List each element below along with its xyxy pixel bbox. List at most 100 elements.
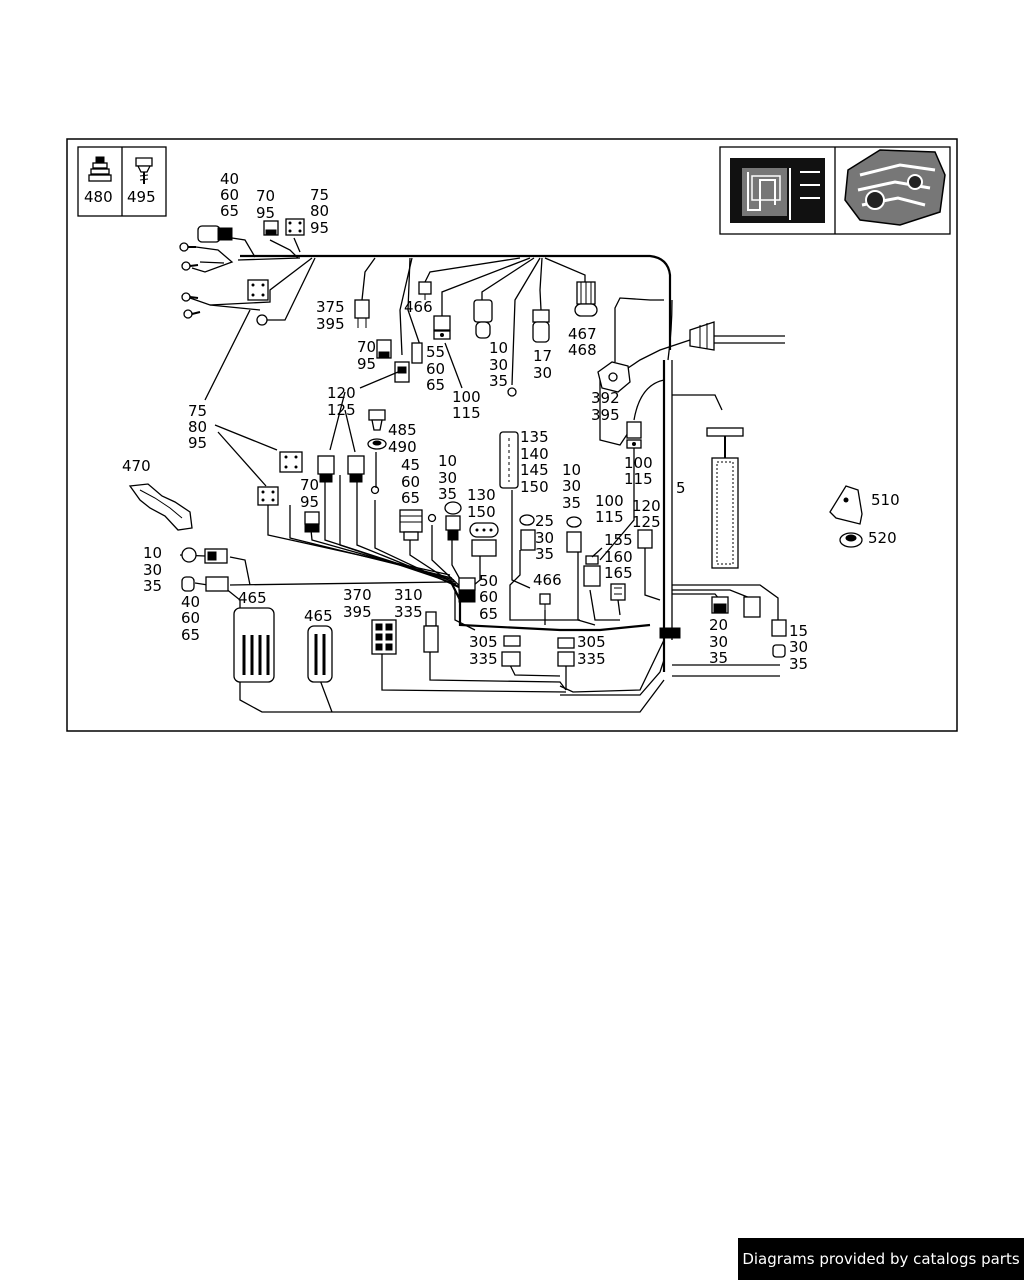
engine-view-icon (844, 149, 946, 226)
part-label: 65 (401, 489, 420, 507)
part-label: 35 (535, 545, 554, 563)
part-label: 60 (220, 186, 239, 204)
part-label: 60 (479, 588, 498, 606)
plug-connector-icon (394, 361, 410, 383)
hooded-connector-icon (473, 299, 493, 339)
harness-components (128, 218, 863, 683)
part-label: 465 (304, 607, 333, 625)
part-label: 165 (604, 564, 633, 582)
plug-connector-icon (423, 611, 439, 653)
part-label: 490 (388, 438, 417, 456)
block-connector-icon (263, 220, 279, 236)
oval-connector-icon (181, 547, 228, 564)
block-connector-icon (501, 635, 521, 667)
plug-connector-icon (711, 596, 729, 614)
block-connector-icon (626, 421, 642, 449)
block-connector-icon (257, 486, 279, 506)
plug-connector-icon (354, 299, 370, 328)
part-label: 30 (562, 477, 581, 495)
ring-terminal-icon (181, 261, 199, 271)
part-label: 20 (709, 616, 728, 634)
part-label: 40 (181, 593, 200, 611)
location-thumbnails (719, 146, 951, 235)
fuse-holder-icon (233, 607, 275, 683)
part-label: 35 (489, 372, 508, 390)
wide-connector-icon (469, 522, 499, 557)
part-label: 100 (624, 454, 653, 472)
block-connector-icon (376, 339, 392, 359)
part-label: 100 (452, 388, 481, 406)
multi-pin-plug-icon (574, 281, 598, 317)
part-label: 145 (520, 461, 549, 479)
part-label: 335 (394, 603, 423, 621)
oval-connector-icon (444, 501, 462, 541)
part-label: 30 (535, 529, 554, 547)
part-label: 335 (577, 650, 606, 668)
part-label: 10 (438, 452, 457, 470)
part-label: 30 (143, 561, 162, 579)
part-label: 35 (709, 649, 728, 667)
bolt-icon (367, 409, 387, 450)
footer-credit-text: Diagrams provided by catalogs parts (742, 1250, 1020, 1268)
part-label: 468 (568, 341, 597, 359)
grommet-icon (689, 321, 715, 351)
part-label: 115 (595, 508, 624, 526)
part-label: 60 (426, 360, 445, 378)
plug-connector-icon (532, 309, 550, 343)
part-label: 370 (343, 586, 372, 604)
part-label: 95 (256, 204, 275, 222)
part-label: 466 (533, 571, 562, 589)
part-label: 310 (394, 586, 423, 604)
part-label: 30 (489, 356, 508, 374)
legend-box (77, 146, 167, 217)
part-label: 470 (122, 457, 151, 475)
bracket-icon (829, 485, 863, 525)
part-label: 467 (568, 325, 597, 343)
fuse-holder-icon (307, 625, 333, 683)
part-label: 75 (310, 186, 329, 204)
part-label: 45 (401, 456, 420, 474)
part-label: 335 (469, 650, 498, 668)
part-label: 150 (467, 503, 496, 521)
part-label: 80 (310, 202, 329, 220)
block-connector-icon (583, 555, 601, 587)
block-connector-icon (557, 637, 575, 667)
oval-connector-icon (181, 576, 229, 592)
part-label: 70 (300, 476, 319, 494)
part-label: 25 (535, 512, 554, 530)
ring-terminal-icon (179, 242, 196, 252)
cabin-view-icon (730, 158, 825, 223)
part-label: 10 (562, 461, 581, 479)
part-label: 465 (238, 589, 267, 607)
part-label: 520 (868, 529, 897, 547)
part-label: 130 (467, 486, 496, 504)
nut-icon (839, 532, 863, 548)
grommet-icon (88, 156, 112, 182)
block-connector-icon (285, 218, 305, 236)
part-label: 30 (709, 633, 728, 651)
part-label: 485 (388, 421, 417, 439)
ring-terminal-icon (256, 314, 268, 326)
small-plug-icon (539, 593, 551, 612)
relay-block-icon (371, 619, 397, 655)
plug-connector-icon (637, 529, 653, 549)
part-label: 150 (520, 478, 549, 496)
plug-connector-icon (317, 455, 335, 483)
plug-connector-icon (347, 455, 365, 483)
part-label: 75 (188, 402, 207, 420)
part-label: 120 (327, 384, 356, 402)
part-label: 35 (438, 485, 457, 503)
small-plug-icon (418, 281, 432, 300)
plug-connector-icon (771, 619, 787, 658)
part-label: 510 (871, 491, 900, 509)
callout-leaders (204, 309, 603, 558)
part-label: 392 (591, 389, 620, 407)
part-label: 80 (188, 418, 207, 436)
part-label: 35 (143, 577, 162, 595)
part-label: 30 (533, 364, 552, 382)
plug-connector-icon (610, 583, 626, 601)
part-label: 125 (327, 401, 356, 419)
part-label: 305 (469, 633, 498, 651)
part-label: 95 (188, 434, 207, 452)
part-number-labels: 40 60 65 70 95 75 80 95 375 395 466 70 9… (122, 170, 900, 673)
